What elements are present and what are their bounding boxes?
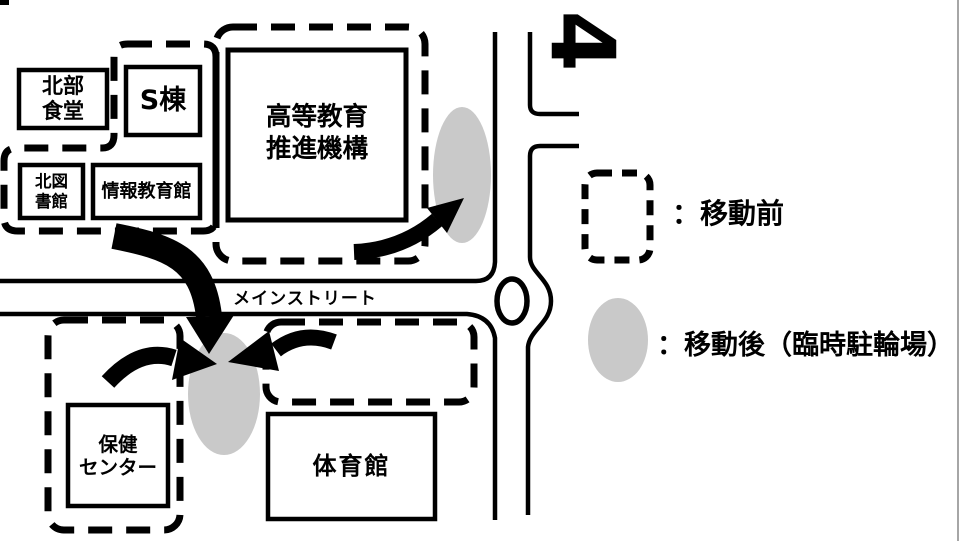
main-street-label: メインストリート [233, 288, 377, 309]
road-north-left-main-top [0, 32, 498, 284]
legend-after-swatch [588, 298, 648, 382]
arrow-from-north-tail [111, 223, 222, 318]
building-taiikukan [265, 411, 438, 522]
arrow-from-east-tail [271, 329, 337, 357]
dashed-zone-hoken-center [44, 316, 184, 534]
building-label-joho-kyoikukan: 情報教育館 [101, 180, 192, 202]
right-edge-line [957, 0, 959, 541]
building-hokubu-shokudo [16, 67, 110, 131]
arrow-from-east-head [228, 331, 279, 371]
building-label-koto-kyoiku: 高等教育 推進機構 [265, 102, 368, 164]
roundabout-island [494, 276, 530, 326]
building-label-kita-library: 北図 書館 [35, 172, 68, 211]
arrow-to-east-zone-head [427, 198, 464, 233]
arrow-from-west-tail [101, 346, 177, 388]
dashed-zone-koto-kyoiku [212, 23, 429, 265]
arrow-from-west-head [172, 338, 217, 380]
road-north-right-branch-top [527, 32, 579, 117]
building-s-building [123, 64, 203, 138]
building-koto-kyoiku [225, 47, 409, 223]
building-label-hoken-center: 保健 センター [78, 432, 157, 479]
building-label-s-building: S棟 [139, 85, 187, 117]
cropped-dash-fragment [0, 0, 9, 5]
road-main-bottom-south-left [0, 311, 498, 520]
legend-before-label: ：移動前 [672, 197, 785, 231]
building-hoken-center [65, 402, 171, 509]
building-label-hokubu-shokudo: 北部 食堂 [42, 74, 84, 123]
building-joho-kyoikukan [90, 162, 203, 221]
legend-before-swatch [581, 169, 654, 264]
building-kita-library [17, 162, 86, 221]
legend-after-label: ：移動後（臨時駐輪場） [657, 330, 954, 362]
route-number: 4 [531, 10, 635, 72]
road-branch-bottom-roundabout-south-right [525, 143, 579, 515]
arrow-from-north-head [186, 315, 234, 354]
arrow-to-east-zone-tail [353, 213, 443, 260]
building-label-taiikukan: 体育館 [312, 452, 391, 481]
